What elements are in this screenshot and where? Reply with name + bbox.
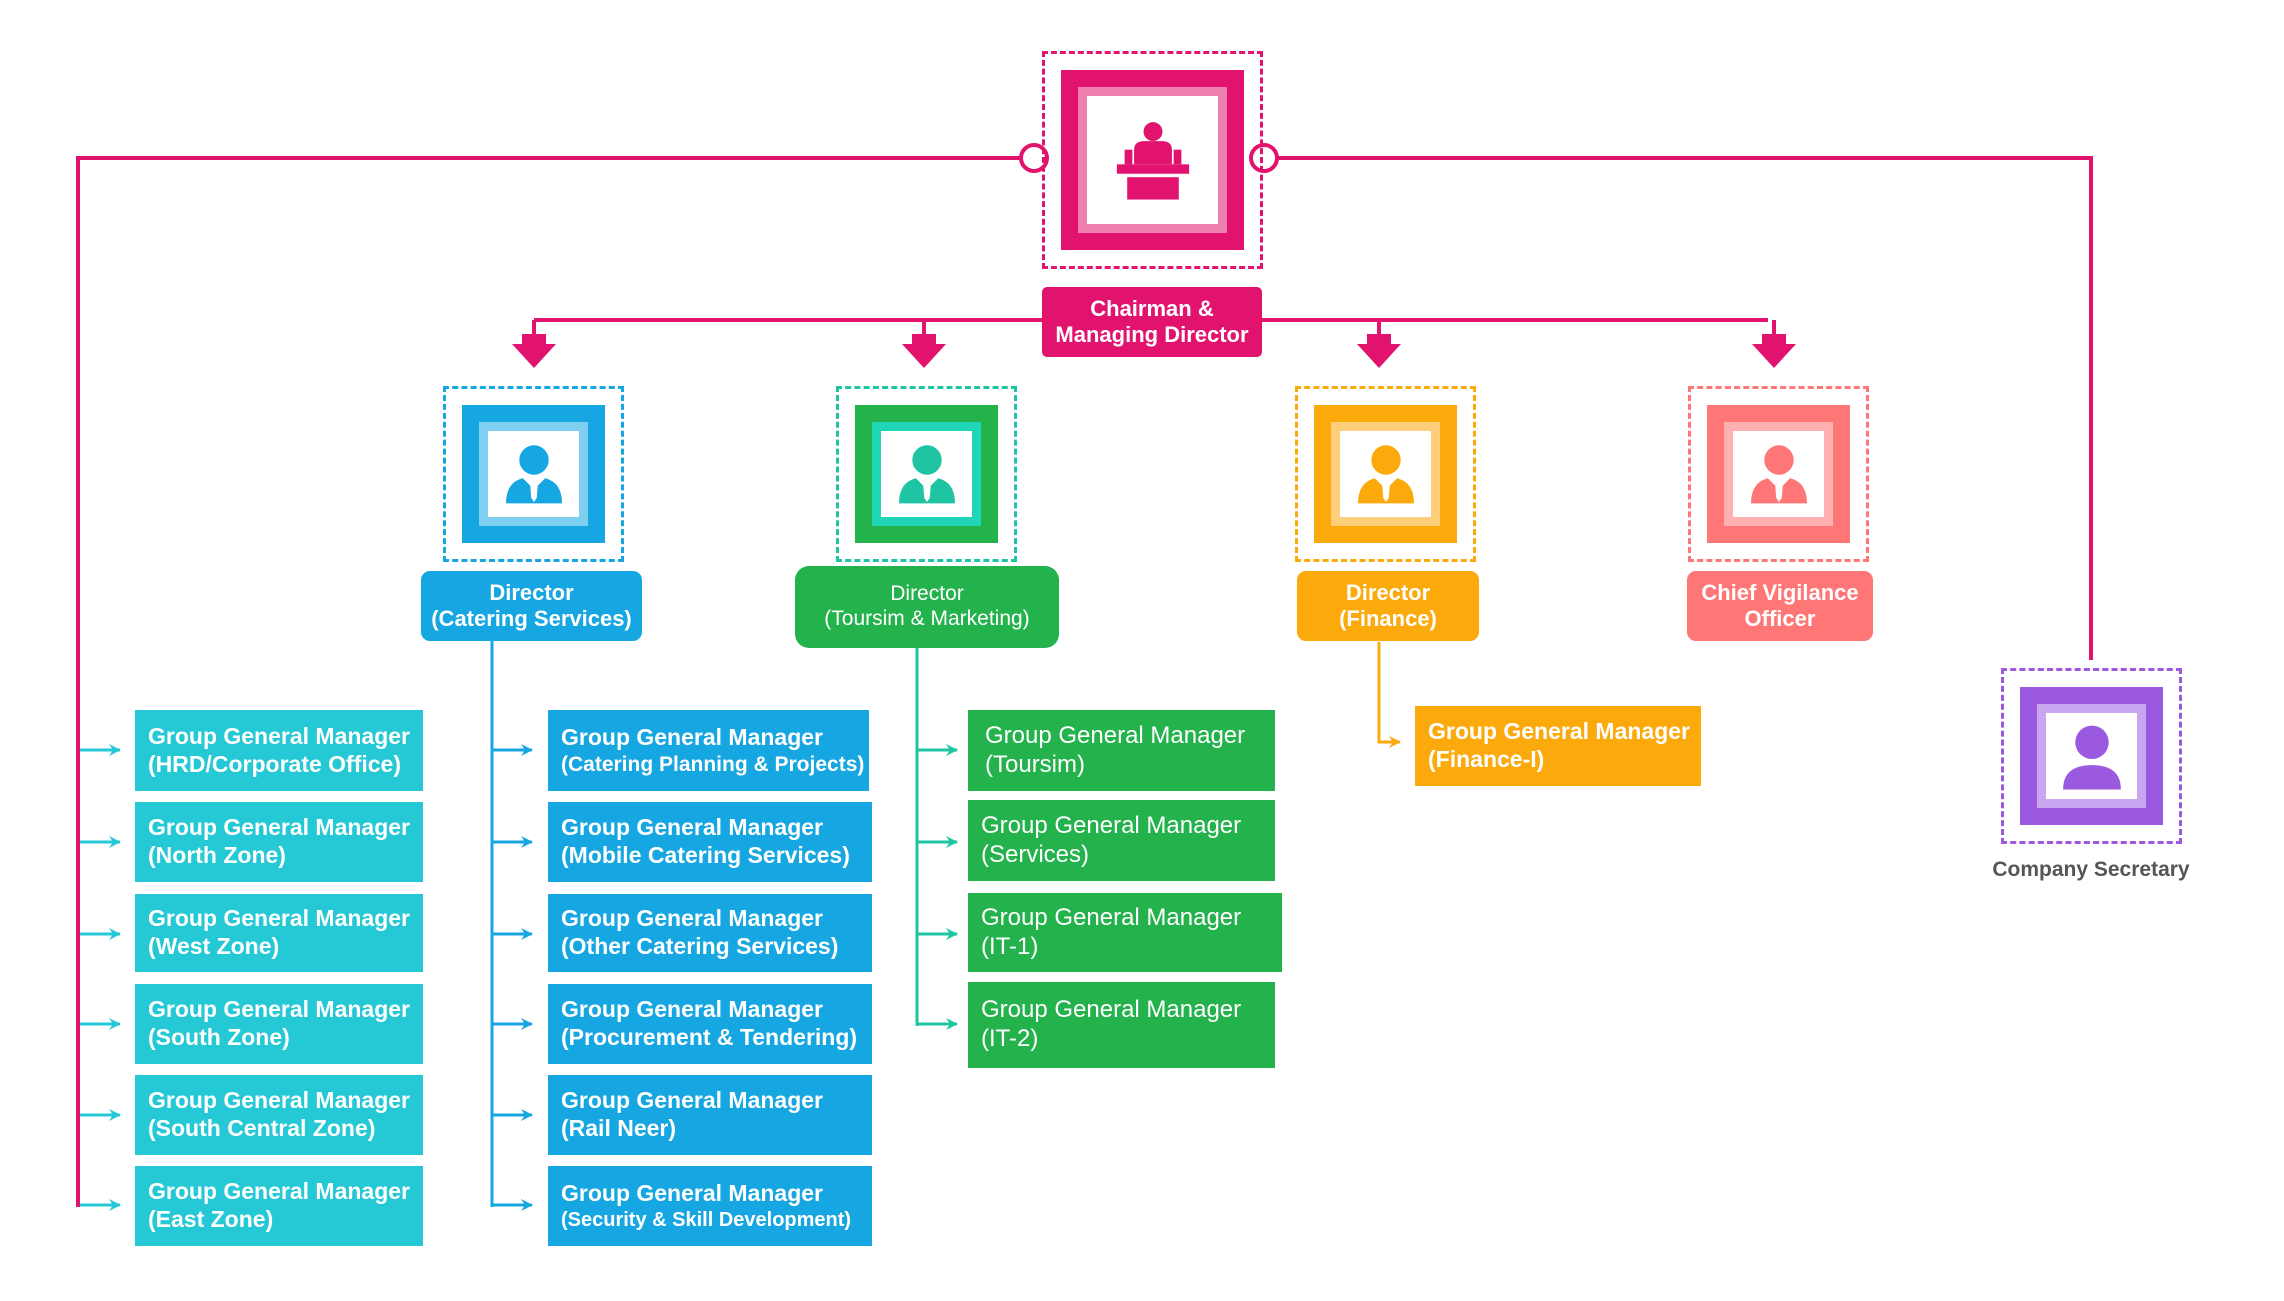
gm-south-central-zone: Group General Manager (South Central Zon… (135, 1075, 423, 1155)
gm-title: Group General Manager (981, 903, 1242, 931)
gm-hrd-corporate: Group General Manager (HRD/Corporate Off… (135, 710, 423, 791)
chairman-photo-frame (1042, 51, 1263, 269)
gm-north-zone: Group General Manager (North Zone) (135, 802, 423, 882)
gm-west-zone: Group General Manager (West Zone) (135, 894, 423, 972)
gm-unit: (Finance-I) (1428, 746, 1545, 772)
gm-unit: (Services) (981, 840, 1090, 868)
cvo-line2: Officer (1744, 606, 1816, 631)
chairman-label-line1: Chairman & (1090, 296, 1214, 322)
gm-unit: (East Zone) (148, 1206, 274, 1232)
gm-title: Group General Manager (148, 722, 411, 749)
director-catering-line2: (Catering Services) (431, 606, 632, 631)
connector-node-left (1019, 143, 1049, 173)
gm-title: Group General Manager (148, 996, 411, 1023)
gm-security-skill: Group General Manager (Security & Skill … (548, 1166, 872, 1246)
gm-unit: (North Zone) (148, 842, 286, 868)
director-finance-line1: Director (1345, 580, 1431, 606)
director-catering-line1: Director (489, 580, 574, 606)
cvo-label: Chief Vigilance Officer (1687, 571, 1873, 641)
cvo-photo-frame (1688, 386, 1869, 562)
gm-unit: (Toursim) (985, 750, 1085, 778)
gm-unit: (HRD/Corporate Office) (148, 750, 402, 777)
gm-title: Group General Manager (561, 814, 824, 841)
gm-other-catering: Group General Manager (Other Catering Se… (548, 894, 872, 972)
gm-title: Group General Manager (148, 1178, 411, 1205)
director-tourism-photo-frame (836, 386, 1017, 562)
director-tourism-line1: Director (890, 582, 964, 606)
businessman-icon (1357, 445, 1414, 504)
gm-title: Group General Manager (981, 811, 1242, 839)
zone-branch (80, 744, 121, 1211)
gm-title: Group General Manager (561, 1087, 824, 1114)
director-finance-label: Director (Finance) (1297, 571, 1479, 641)
director-catering-photo-frame (443, 386, 624, 562)
gm-it-2: Group General Manager (IT-2) (968, 982, 1275, 1068)
connector-node-right (1249, 143, 1279, 173)
gm-south-zone: Group General Manager (South Zone) (135, 984, 423, 1064)
gm-title: Group General Manager (148, 1087, 411, 1114)
gm-title: Group General Manager (981, 996, 1242, 1024)
gm-mobile-catering: Group General Manager (Mobile Catering S… (548, 802, 872, 882)
gm-unit: (Security & Skill Development) (561, 1208, 852, 1231)
gm-unit: (Rail Neer) (561, 1115, 677, 1141)
podium-speaker-icon (1116, 122, 1189, 200)
gm-unit: (Mobile Catering Services) (561, 842, 850, 868)
director-finance-photo-frame (1295, 386, 1476, 562)
gm-title: Group General Manager (561, 724, 824, 751)
gm-unit: (South Central Zone) (148, 1115, 376, 1141)
gm-unit: (IT-1) (981, 932, 1039, 960)
finance-branch (1377, 642, 1401, 748)
user-icon (2062, 725, 2121, 790)
cvo-line1: Chief Vigilance (1701, 580, 1859, 606)
gm-unit: (Catering Planning & Projects) (561, 752, 865, 776)
down-arrow-icon (1357, 334, 1401, 368)
gm-unit: (South Zone) (148, 1024, 290, 1050)
businessman-icon (1750, 445, 1807, 504)
company-secretary-photo-frame (2001, 668, 2182, 844)
director-finance-line2: (Finance) (1339, 606, 1437, 631)
gm-unit: (Procurement & Tendering) (561, 1024, 858, 1050)
catering-branch (490, 640, 533, 1211)
tourism-branch (915, 648, 958, 1030)
gm-title: Group General Manager (148, 814, 411, 841)
down-arrow-icon (902, 334, 946, 368)
gm-rail-neer: Group General Manager (Rail Neer) (548, 1075, 872, 1155)
director-catering-label: Director (Catering Services) (421, 571, 642, 641)
chairman-label-line2: Managing Director (1055, 322, 1249, 347)
gm-unit: (West Zone) (148, 933, 280, 959)
gm-it-1: Group General Manager (IT-1) (968, 893, 1282, 972)
gm-title: Group General Manager (985, 721, 1246, 749)
gm-unit: (IT-2) (981, 1025, 1039, 1052)
gm-title: Group General Manager (561, 996, 824, 1023)
gm-finance-1: Group General Manager (Finance-I) (1415, 706, 1701, 786)
gm-services: Group General Manager (Services) (968, 800, 1275, 881)
gm-east-zone: Group General Manager (East Zone) (135, 1166, 423, 1246)
businessman-icon (898, 445, 955, 504)
down-arrow-icon (1752, 334, 1796, 368)
down-arrow-icon (512, 334, 556, 368)
gm-title: Group General Manager (561, 905, 824, 932)
gm-procurement: Group General Manager (Procurement & Ten… (548, 984, 872, 1064)
gm-unit: (Other Catering Services) (561, 933, 839, 959)
gm-title: Group General Manager (148, 905, 411, 932)
gm-title: Group General Manager (561, 1180, 824, 1207)
director-tourism-line2: (Toursim & Marketing) (824, 607, 1030, 630)
gm-title: Group General Manager (1428, 718, 1691, 745)
company-secretary-label: Company Secretary (1992, 858, 2190, 881)
down-arrows (512, 334, 1796, 368)
gm-catering-planning: Group General Manager (Catering Planning… (548, 710, 869, 791)
chairman-label: Chairman & Managing Director (1042, 287, 1262, 357)
director-tourism-label: Director (Toursim & Marketing) (795, 566, 1059, 648)
businessman-icon (505, 445, 562, 504)
gm-tourism: Group General Manager (Toursim) (968, 710, 1275, 791)
